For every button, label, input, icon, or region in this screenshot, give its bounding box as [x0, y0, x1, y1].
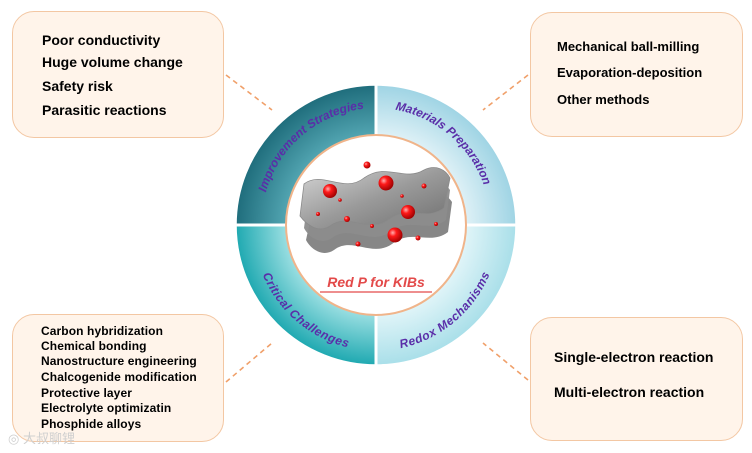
strategies-box: Carbon hybridization Chemical bonding Na… — [12, 314, 224, 442]
preparation-box: Mechanical ball-milling Evaporation-depo… — [530, 12, 743, 137]
box-item: Safety risk — [42, 78, 113, 94]
watermark-logo-icon: ◎ — [8, 431, 20, 446]
box-item: Multi-electron reaction — [554, 384, 705, 400]
watermark-text: 大叔聊锂 — [22, 431, 75, 446]
box-item: Other methods — [557, 92, 650, 107]
box-item: Single-electron reaction — [554, 349, 714, 365]
ring-quadrant-redox — [376, 225, 516, 365]
ring-separators — [234, 83, 518, 367]
red-phosphorus-illustration — [299, 161, 452, 253]
box-item: Chemical bonding — [41, 339, 147, 353]
ring-quadrant-materials — [376, 85, 516, 225]
box-item: Nanostructure engineering — [41, 354, 197, 368]
watermark: ◎ 大叔聊锂 — [8, 428, 75, 447]
box-item: Poor conductivity — [42, 32, 161, 48]
connector-lines — [225, 74, 529, 383]
box-item: Huge volume change — [42, 54, 183, 70]
box-item: Electrolyte optimizatin — [41, 401, 172, 415]
mechanisms-box: Single-electron reaction Multi-electron … — [530, 317, 743, 441]
challenges-box: Poor conductivity Huge volume change Saf… — [12, 11, 224, 138]
box-item: Mechanical ball-milling — [557, 39, 700, 54]
box-item: Phosphide alloys — [41, 417, 142, 431]
box-item: Evaporation-deposition — [557, 65, 703, 80]
box-item: Parasitic reactions — [42, 102, 167, 118]
box-item: Carbon hybridization — [41, 324, 163, 338]
box-item: Protective layer — [41, 386, 132, 400]
box-item: Chalcogenide modification — [41, 370, 197, 384]
center-title: Red P for KIBs — [327, 274, 425, 290]
ring-quadrant-challenges — [236, 225, 376, 365]
ring-quadrant-improvement — [236, 85, 376, 225]
